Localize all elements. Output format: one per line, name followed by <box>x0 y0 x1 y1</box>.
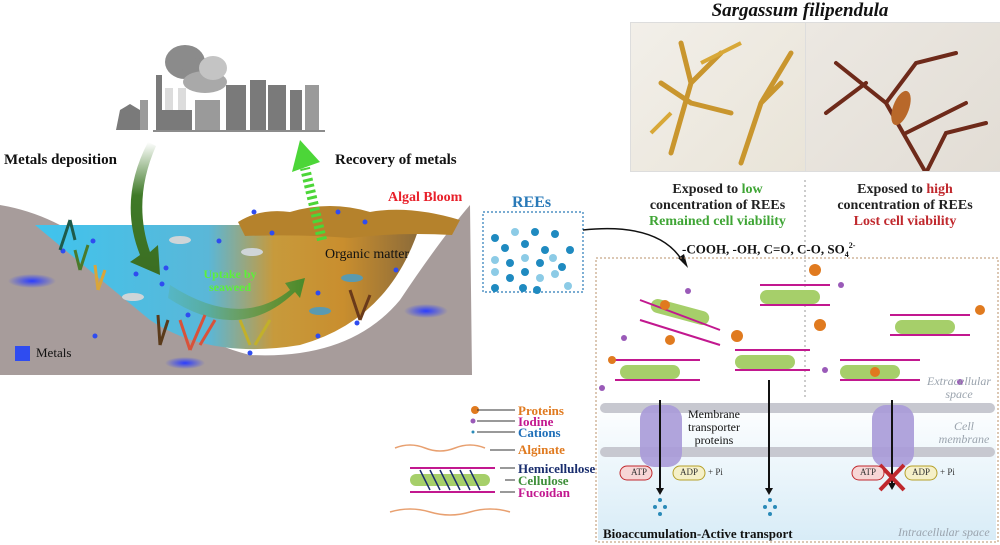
membrane-transporter-left <box>640 400 682 495</box>
legend-proteins: Proteins <box>518 403 564 418</box>
algal-bloom-mat <box>238 206 460 238</box>
low-level: low <box>741 182 763 197</box>
extracellular-line1: Extracellular <box>927 374 991 388</box>
photo-low-exposure <box>630 22 807 172</box>
low-exposure-caption: Exposed to low concentration of REEs Rem… <box>630 182 805 230</box>
ree-particle <box>491 256 499 264</box>
cell-wall-frame <box>595 257 999 543</box>
metals-legend-swatch <box>15 346 30 361</box>
rees-box <box>482 211 584 293</box>
ree-particle <box>521 240 529 248</box>
transporter-line2: transporter <box>688 420 740 434</box>
ree-particle <box>536 274 544 282</box>
ree-particle <box>551 230 559 238</box>
species-title: Sargassum filipendula <box>711 0 889 21</box>
metal-particles <box>60 209 399 356</box>
extracellular-space-label: Extracellular space <box>920 375 998 401</box>
legend-iodine: Iodine <box>518 414 554 429</box>
bioaccumulation-title: Bioaccumulation-Active transport <box>603 526 793 541</box>
functional-groups-text: -COOH, -OH, C=O, C-O, SO <box>682 241 845 257</box>
rees-particles <box>491 228 519 242</box>
low-line2: concentration of REEs <box>649 198 786 213</box>
legend-cations: Cations <box>518 425 561 440</box>
low-result: Remained cell viability <box>649 214 786 229</box>
low-prefix: Exposed to <box>672 182 742 197</box>
ree-particle <box>551 270 559 278</box>
high-line2: concentration of REEs <box>837 198 973 213</box>
ree-particle <box>549 254 557 262</box>
recovery-of-metals-label: Recovery of metals <box>335 152 457 168</box>
cell-line1: Cell <box>954 419 974 433</box>
cell-wall-legend-diagram <box>389 406 515 516</box>
ree-particle <box>491 284 499 292</box>
cell-membrane-label: Cell membrane <box>930 420 998 446</box>
transporter-line3: proteins <box>694 433 734 447</box>
membrane-transporter-right <box>872 400 914 492</box>
high-result: Lost cell viability <box>853 214 957 229</box>
ree-particle <box>501 244 509 252</box>
ree-particle <box>566 246 574 254</box>
legend-hemicellulose: Hemicellulose <box>518 461 596 476</box>
photo-high-exposure <box>805 22 1000 172</box>
atp-left: ATP <box>630 467 647 477</box>
intracellular-space-label: Intracellular space <box>898 525 990 539</box>
membrane-transporter-label: Membrane transporter proteins <box>688 408 740 447</box>
ree-particle <box>531 228 539 236</box>
uptake-by-seaweed-label: Uptake by seaweed <box>190 268 270 294</box>
transporter-line1: Membrane <box>688 407 740 421</box>
pi-right: + Pi <box>940 467 955 477</box>
ree-particle <box>521 254 529 262</box>
extracellular-line2: space <box>945 387 973 401</box>
uptake-line1: Uptake by <box>203 267 257 281</box>
basin-ground <box>0 205 472 375</box>
atp-adp-right <box>851 465 938 481</box>
adp-right: ADP <box>911 467 930 477</box>
high-level: high <box>926 182 953 197</box>
adp-left: ADP <box>679 467 698 477</box>
rees-pointer-arrow <box>582 227 684 263</box>
atp-right: ATP <box>859 467 876 477</box>
rees-title: REEs <box>512 194 552 211</box>
functional-groups-sub: 4 <box>844 249 849 259</box>
algal-bloom-label: Algal Bloom <box>388 190 463 205</box>
ree-particle <box>506 259 514 267</box>
high-prefix: Exposed to <box>857 182 927 197</box>
ree-particle <box>491 268 499 276</box>
ree-particle <box>506 274 514 282</box>
passive-arrow <box>765 380 773 495</box>
seaweed-photo-high <box>824 51 988 171</box>
ree-particle <box>519 284 527 292</box>
ree-particle <box>533 286 541 294</box>
legend-cellulose: Cellulose <box>518 473 569 488</box>
water-body <box>35 225 420 350</box>
ree-particle <box>564 282 572 290</box>
legend-fucoidan: Fucoidan <box>518 485 571 500</box>
ree-particle <box>558 263 566 271</box>
ree-particle <box>541 246 549 254</box>
metals-legend-label: Metals <box>36 345 72 360</box>
functional-groups-sup: 2- <box>848 241 856 250</box>
atp-adp-left <box>619 465 706 481</box>
seaweed-photo-low <box>649 40 794 166</box>
functional-groups-label: -COOH, -OH, C=O, C-O, SO42- <box>682 241 855 259</box>
ree-particle <box>521 268 529 276</box>
deposition-arrow <box>130 142 160 275</box>
ree-particle <box>536 259 544 267</box>
city-skyline-icon <box>116 45 325 132</box>
pi-left: + Pi <box>708 467 723 477</box>
cell-line2: membrane <box>938 432 990 446</box>
metals-deposition-label: Metals deposition <box>4 152 117 168</box>
recovery-arrow <box>292 140 327 242</box>
organic-matter-label: Organic matter <box>325 247 410 262</box>
uptake-line2: seaweed <box>209 280 251 294</box>
legend-alginate: Alginate <box>518 442 565 457</box>
uptake-arrow <box>168 278 305 321</box>
high-exposure-caption: Exposed to high concentration of REEs Lo… <box>810 182 1000 230</box>
